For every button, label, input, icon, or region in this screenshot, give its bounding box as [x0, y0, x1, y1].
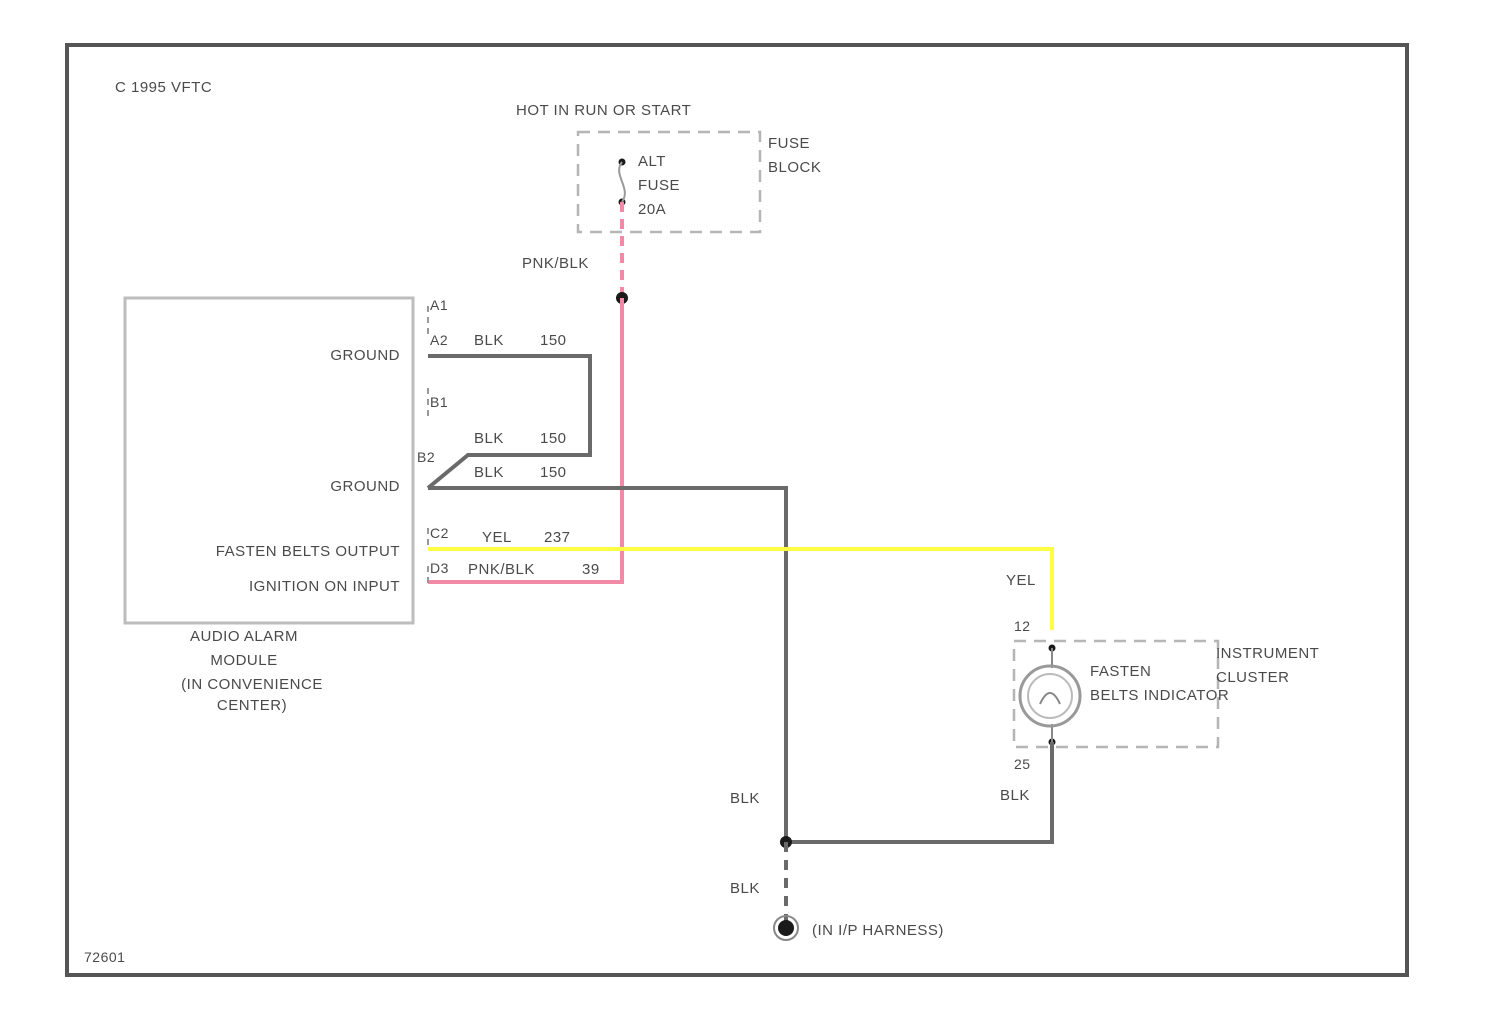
module-name-3: (IN CONVENIENCE: [181, 676, 323, 693]
blk-left-label: BLK: [730, 790, 760, 807]
b2-wire-circuit-lower: 150: [540, 464, 567, 481]
cluster-pin-top: 12: [1014, 618, 1031, 634]
figure-id: 72601: [84, 949, 125, 965]
fuse-label-3: 20A: [638, 201, 666, 218]
ground-location-label: (IN I/P HARNESS): [812, 922, 944, 939]
yel-label: YEL: [1006, 572, 1036, 589]
indicator-label-1: FASTEN: [1090, 663, 1151, 680]
fuse-label-2: FUSE: [638, 177, 680, 194]
diagram-frame: [67, 45, 1407, 975]
connector-c2: C2: [430, 525, 449, 541]
pnk-blk-wire: [428, 298, 622, 582]
connector-d3: D3: [430, 560, 449, 576]
cluster-label-2: CLUSTER: [1216, 669, 1290, 686]
module-name-2: MODULE: [210, 652, 277, 669]
d3-wire-circuit: 39: [582, 561, 600, 578]
module-pin-ignition-on-input: IGNITION ON INPUT: [249, 578, 400, 595]
b2-wire-color-upper: BLK: [474, 430, 504, 447]
corner-label: C 1995 VFTC: [115, 79, 212, 96]
fuse-block-label-1: FUSE: [768, 135, 810, 152]
module-name-4: CENTER): [217, 697, 287, 714]
module-name-1: AUDIO ALARM: [190, 628, 298, 645]
d3-wire-color: PNK/BLK: [468, 561, 535, 578]
b2-wire-color-lower: BLK: [474, 464, 504, 481]
pnk-blk-upper-label: PNK/BLK: [522, 255, 589, 272]
module-pin-ground-top: GROUND: [330, 347, 400, 364]
power-label: HOT IN RUN OR START: [516, 102, 691, 119]
c2-wire-circuit: 237: [544, 529, 571, 546]
fuse-symbol: [619, 162, 625, 202]
blk-ground-label: BLK: [730, 880, 760, 897]
module-pin-ground-bottom: GROUND: [330, 478, 400, 495]
indicator-label-2: BELTS INDICATOR: [1090, 687, 1229, 704]
connector-b2: B2: [417, 449, 435, 465]
fuse-label-1: ALT: [638, 153, 666, 170]
connector-b1: B1: [430, 394, 448, 410]
cluster-pin-bottom: 25: [1014, 756, 1031, 772]
c2-wire-color: YEL: [482, 529, 512, 546]
lamp-icon: [1020, 666, 1080, 726]
connector-a2: A2: [430, 332, 448, 348]
fuse-block-label-2: BLOCK: [768, 159, 821, 176]
b2-wire-circuit-upper: 150: [540, 430, 567, 447]
a2-wire-color: BLK: [474, 332, 504, 349]
a2-wire-circuit: 150: [540, 332, 567, 349]
module-pin-fasten-belts-output: FASTEN BELTS OUTPUT: [216, 543, 400, 560]
cluster-label-1: INSTRUMENT: [1216, 645, 1319, 662]
connector-a1: A1: [430, 297, 448, 313]
blk-right-label: BLK: [1000, 787, 1030, 804]
